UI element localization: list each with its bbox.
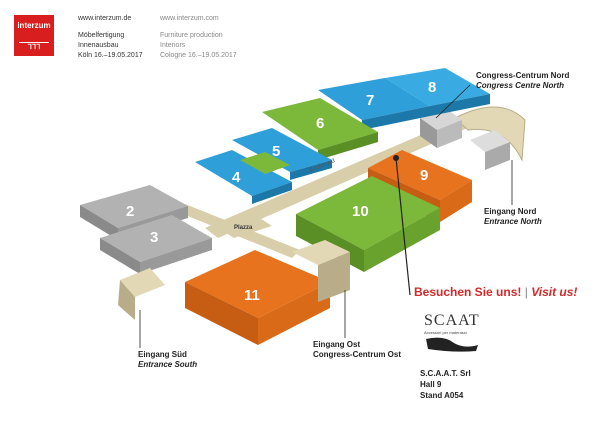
scaat-logo: SCAAT Accessori per materassi [424, 312, 480, 358]
exhibitor-name: S.C.A.A.T. Srl [420, 369, 471, 378]
label-text-en: Entrance North [484, 217, 542, 226]
boulevard [205, 118, 472, 238]
label-text-en: Entrance South [138, 360, 198, 369]
plazza-label: Plazza [234, 225, 253, 231]
hall-3[interactable] [100, 215, 212, 262]
hall-4-number: 4 [232, 169, 241, 186]
hall-10[interactable] [296, 176, 440, 250]
de-line1: Möbelfertigung [78, 32, 125, 39]
mattress-icon [426, 337, 478, 352]
label-text: Eingang Ost [313, 340, 361, 349]
hall-10-number: 10 [352, 203, 369, 220]
hall-2[interactable] [80, 185, 188, 228]
hall-2-number: 2 [126, 203, 134, 220]
entrance-south-building [120, 268, 165, 297]
de-line2: Innenausbau [78, 42, 119, 49]
stand-marker [393, 155, 399, 161]
scaat-logo-text: SCAAT [424, 312, 480, 329]
logo-text: interzum [17, 21, 51, 30]
url-en[interactable]: www.interzum.com [160, 15, 219, 22]
label-text: Eingang Nord [484, 207, 537, 216]
hall-4[interactable] [195, 150, 292, 196]
exhibitor-hall: Hall 9 [420, 380, 442, 389]
url-de[interactable]: www.interzum.de [78, 15, 132, 22]
en-date: Cologne 16.–19.05.2017 [160, 52, 237, 59]
hall-11-number: 11 [244, 287, 260, 304]
exhibitor-stand: Stand A054 [420, 391, 464, 400]
en-line2: Interiors [160, 42, 186, 49]
label-text: Congress-Centrum Nord [476, 71, 570, 80]
plazza [212, 212, 272, 238]
hall-6[interactable] [262, 98, 378, 150]
visit-sep: | [524, 285, 528, 299]
visit-en: Visit us! [531, 285, 578, 299]
label-text-2: Congress-Centrum Ost [313, 350, 402, 359]
scaat-logo-sub: Accessori per materassi [424, 330, 467, 335]
visit-us-heading: Besuchen Sie uns! | Visit us! [414, 285, 577, 299]
entrance-east-building [292, 240, 350, 265]
visit-de: Besuchen Sie uns! [414, 285, 522, 299]
hall-11[interactable] [185, 250, 330, 318]
hall-9[interactable] [368, 150, 472, 200]
header-de: www.interzum.de Möbelfertigung Innenausb… [78, 14, 143, 61]
congress-north-building [420, 108, 462, 130]
hall-5-number: 5 [272, 143, 280, 160]
hall-5[interactable] [232, 128, 332, 172]
label-text-en: Congress Centre North [476, 81, 565, 90]
de-date: Köln 16.–19.05.2017 [78, 52, 143, 59]
hall-6-number: 6 [316, 115, 324, 132]
en-line1: Furniture production [160, 32, 223, 39]
hall-7-number: 7 [366, 92, 374, 109]
hall-7[interactable] [318, 78, 430, 120]
hall-8-number: 8 [428, 79, 436, 96]
hall-8[interactable] [385, 68, 490, 106]
hall-9-number: 9 [420, 167, 428, 184]
label-text: Eingang Süd [138, 350, 187, 359]
congress-north-arc [454, 106, 526, 162]
exhibitor-address: S.C.A.A.T. Srl Hall 9 Stand A054 [420, 368, 471, 401]
hall-3-number: 3 [150, 229, 158, 246]
header-en: www.interzum.com Furniture production In… [160, 14, 237, 61]
